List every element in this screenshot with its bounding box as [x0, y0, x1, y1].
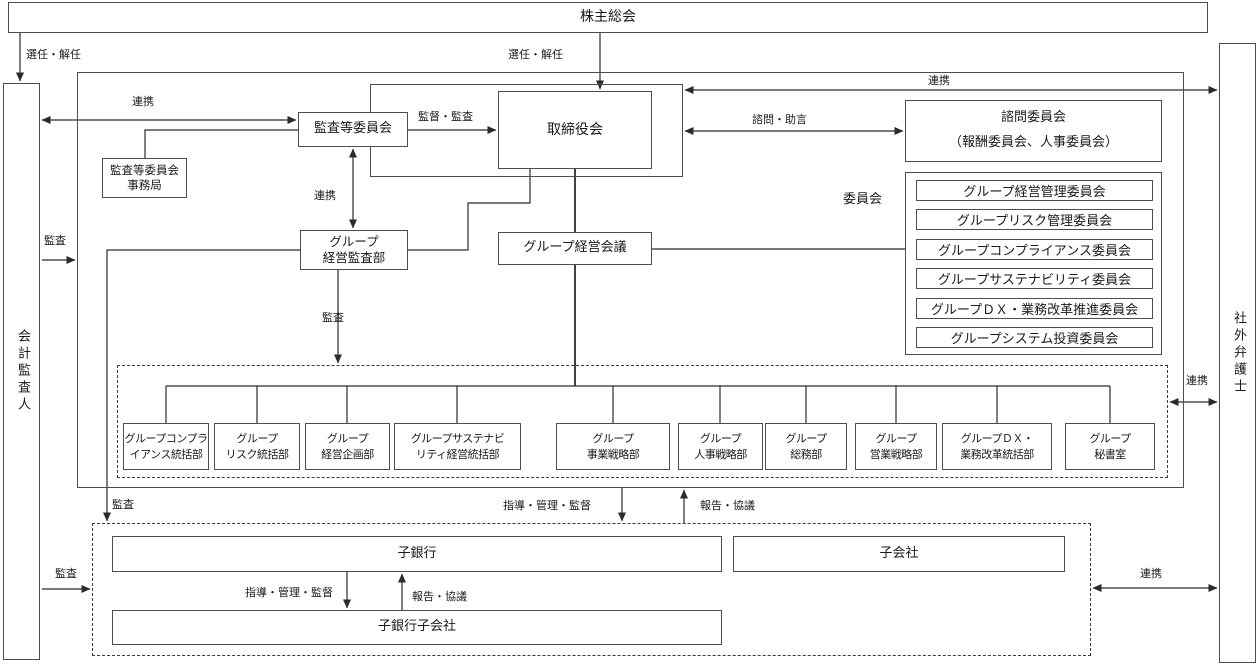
advisory-committee-line1: 諮問委員会: [1000, 109, 1066, 125]
dept-line: リスク統括部: [225, 447, 290, 461]
accounting-auditor-rail: 会計監査人: [3, 83, 40, 660]
committee-item-1: グループ経営管理委員会: [916, 180, 1153, 201]
label-renkei-upper-right: 連携: [1186, 374, 1208, 387]
committee-item-5: グループＤＸ・業務改革推進委員会: [916, 298, 1153, 319]
dept-line: 営業戦略部: [869, 447, 923, 461]
subsidiary-company-box: 子会社: [733, 536, 1065, 572]
label-hokoku-upper: 報告・協議: [700, 499, 755, 512]
label-appoint-left: 選任・解任: [26, 48, 81, 61]
line-audit-office: [144, 129, 298, 158]
dept-line: グループ: [699, 431, 742, 445]
dept-line: 業務改革統括部: [960, 447, 1034, 461]
label-hokoku-inner: 報告・協議: [412, 590, 467, 603]
board-of-directors-label: 取締役会: [547, 121, 603, 138]
label-shido-upper: 指導・管理・監督: [503, 499, 591, 512]
dept-box-sales-strategy: グループ営業戦略部: [855, 423, 937, 470]
dept-line: グループコンプラ: [124, 431, 208, 445]
committee-item-2: グループリスク管理委員会: [916, 209, 1153, 230]
shareholders-meeting-label: 株主総会: [580, 9, 636, 26]
dept-box-dx-reform: グループＤＸ・業務改革統括部: [942, 423, 1052, 470]
dept-line: グループ: [326, 431, 369, 445]
label-appoint-center: 選任・解任: [508, 48, 563, 61]
group-container: [77, 72, 1184, 488]
dept-box-hr-strategy: グループ人事戦略部: [678, 423, 763, 470]
departments-dashed-container: [117, 365, 1168, 478]
committees-group-label: 委員会: [843, 192, 883, 207]
label-shimon-jogen: 諮問・助言: [752, 113, 807, 126]
dept-box-business-strategy: グループ事業戦略部: [556, 423, 670, 470]
group-audit-dept-box: グループ 経営監査部: [300, 230, 408, 270]
dept-line: グループ: [785, 431, 827, 445]
group-management-council-label: グループ経営会議: [523, 240, 627, 256]
board-of-directors-box: 取締役会: [498, 91, 652, 169]
label-renkei-top-left: 連携: [132, 95, 154, 108]
line-board-to-audit-dept: [408, 169, 531, 251]
bank-subsidiary-label: 子銀行子会社: [377, 619, 456, 635]
dept-line: グループＤＸ・: [960, 431, 1034, 445]
dept-box-secretariat: グループ秘書室: [1065, 423, 1155, 470]
dept-box-risk: グループリスク統括部: [214, 423, 300, 470]
label-renkei-lower-right: 連携: [1140, 567, 1162, 580]
arrow-kansa-to-subsidiaries: [103, 249, 300, 522]
accounting-auditor-label: 会計監査人: [14, 329, 30, 414]
label-kansa-audit-dept: 監査: [322, 311, 344, 324]
audit-committee-label: 監査等委員会: [313, 121, 392, 137]
dept-line: グループ: [592, 431, 634, 445]
label-kantoku-kansa: 監督・監査: [418, 110, 473, 123]
dept-box-sustainability: グループサステナビリティ経営統括部: [394, 423, 521, 470]
audit-committee-box: 監査等委員会: [298, 112, 408, 147]
dept-line: グループ: [236, 431, 278, 445]
dept-line: グループ: [1089, 431, 1131, 445]
group-management-council-box: グループ経営会議: [498, 232, 652, 265]
audit-committee-office-box: 監査等委員会 事務局: [102, 158, 187, 198]
dept-line: グループサステナビ: [410, 431, 505, 445]
group-audit-dept-line2: 経営監査部: [322, 250, 386, 265]
group-audit-dept-line1: グループ: [329, 233, 379, 249]
dept-box-compliance: グループコンプライアンス統括部: [123, 423, 209, 470]
advisory-committee-line2: （報酬委員会、人事委員会）: [948, 135, 1118, 151]
dept-line: 総務部: [790, 447, 822, 461]
audit-office-line2: 事務局: [127, 178, 162, 192]
committee-item-4: グループサステナビリティ委員会: [916, 268, 1153, 289]
label-kansa-into-group: 監査: [44, 234, 66, 247]
audit-office-line1: 監査等委員会: [110, 163, 179, 178]
committee-item-6: グループシステム投資委員会: [916, 327, 1153, 348]
dept-line: 経営企画部: [321, 447, 374, 461]
label-renkei-board-lawyer: 連携: [928, 74, 950, 87]
dept-line: リティ経営統括部: [415, 447, 500, 461]
dept-line: グループ: [875, 431, 917, 445]
label-shido-inner: 指導・管理・監督: [245, 586, 333, 599]
committees-container: グループ経営管理委員会 グループリスク管理委員会 グループコンプライアンス委員会…: [905, 172, 1162, 355]
advisory-committee-box: 諮問委員会 （報酬委員会、人事委員会）: [905, 100, 1162, 162]
outside-lawyer-label: 社外弁護士: [1230, 310, 1246, 396]
dept-line: 秘書室: [1094, 447, 1126, 461]
shareholders-meeting-box: 株主総会: [8, 2, 1208, 33]
dept-line: イアンス統括部: [129, 447, 203, 461]
label-kansa-to-subsidiaries: 監査: [112, 498, 134, 511]
outside-lawyer-rail: 社外弁護士: [1219, 43, 1256, 663]
dept-box-planning: グループ経営企画部: [305, 423, 390, 470]
subsidiaries-dashed-container: [92, 523, 1091, 656]
committee-item-3: グループコンプライアンス委員会: [916, 239, 1153, 260]
dept-line: 人事戦略部: [694, 447, 747, 461]
dept-line: 事業戦略部: [586, 447, 640, 461]
subsidiary-company-label: 子会社: [879, 545, 919, 561]
dept-box-general-affairs: グループ総務部: [765, 423, 847, 470]
label-kansa-accountant-bottom: 監査: [55, 567, 77, 580]
subsidiary-bank-box: 子銀行: [112, 536, 722, 572]
bank-subsidiary-box: 子銀行子会社: [112, 610, 722, 645]
subsidiary-bank-label: 子銀行: [397, 545, 437, 561]
label-renkei-audit-vertical: 連携: [314, 189, 336, 202]
